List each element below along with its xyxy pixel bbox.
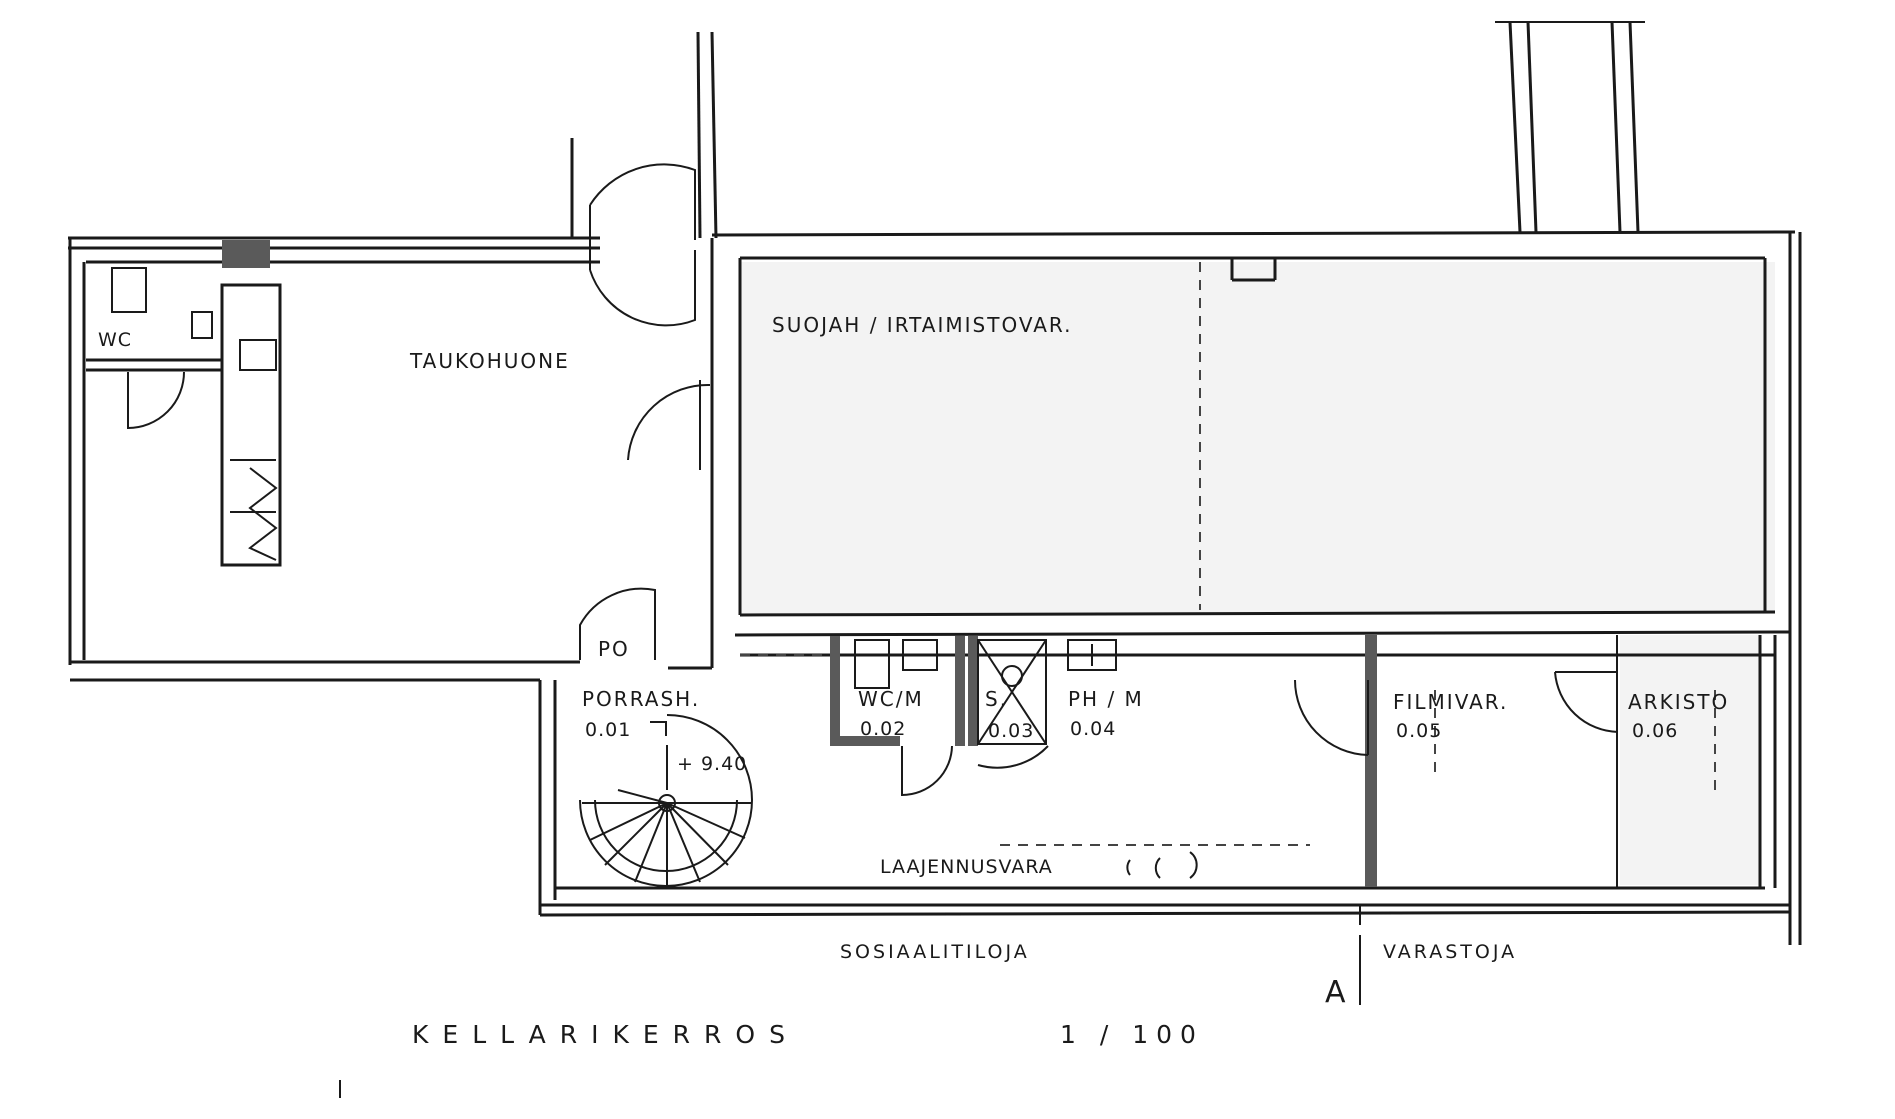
label-porrash: PORRASH. (582, 687, 700, 711)
label-wcm: WC/M (858, 687, 924, 711)
kitchen-counter (220, 283, 282, 567)
label-phm-num: 0.04 (1070, 718, 1116, 740)
label-wcm-num: 0.02 (860, 718, 906, 740)
label-laajennusvara: LAAJENNUSVARA (880, 856, 1053, 878)
label-s: S. (985, 687, 1008, 711)
suojah-walls (710, 230, 1802, 945)
spiral-stair (579, 714, 754, 888)
upper-walls (696, 21, 1645, 239)
drawing-scale: 1 / 100 (1060, 1020, 1204, 1049)
label-suojah: SUOJAH / IRTAIMISTOVAR. (772, 313, 1072, 337)
label-po: PO (598, 637, 630, 661)
label-arkisto: ARKISTO (1628, 690, 1729, 714)
label-phm: PH / M (1068, 687, 1144, 711)
label-taukohuone: TAUKOHUONE (409, 349, 570, 373)
expansion-area-lines (740, 262, 1310, 879)
label-section-a: A (1325, 975, 1346, 1010)
wcm-room (830, 636, 965, 797)
arkisto-room-fill (1620, 635, 1760, 885)
label-level: + 9.40 (677, 753, 747, 775)
label-wc-small: WC (98, 329, 132, 351)
label-s-num: 0.03 (988, 720, 1034, 742)
drawing-title: KELLARIKERROS (412, 1020, 799, 1049)
po-door (579, 587, 656, 660)
label-filmivar: FILMIVAR. (1393, 690, 1508, 714)
phm-fixtures (1067, 639, 1117, 671)
taukohuone-walls (68, 236, 600, 682)
label-sosiaalitiloja: SOSIAALITILOJA (840, 941, 1030, 963)
entrance-door (570, 138, 696, 327)
lower-walls (538, 630, 1791, 917)
label-porrash-num: 0.01 (585, 719, 631, 741)
arkisto-room (1554, 635, 1716, 888)
suojah-door (627, 380, 711, 470)
filmivar-room (1294, 635, 1436, 887)
suojah-room-fill (740, 262, 1775, 614)
s-room (968, 636, 1049, 769)
label-filmivar-num: 0.05 (1396, 720, 1442, 742)
label-varastoja: VARASTOJA (1383, 941, 1517, 963)
wc-small-room (86, 240, 270, 430)
label-arkisto-num: 0.06 (1632, 720, 1678, 742)
